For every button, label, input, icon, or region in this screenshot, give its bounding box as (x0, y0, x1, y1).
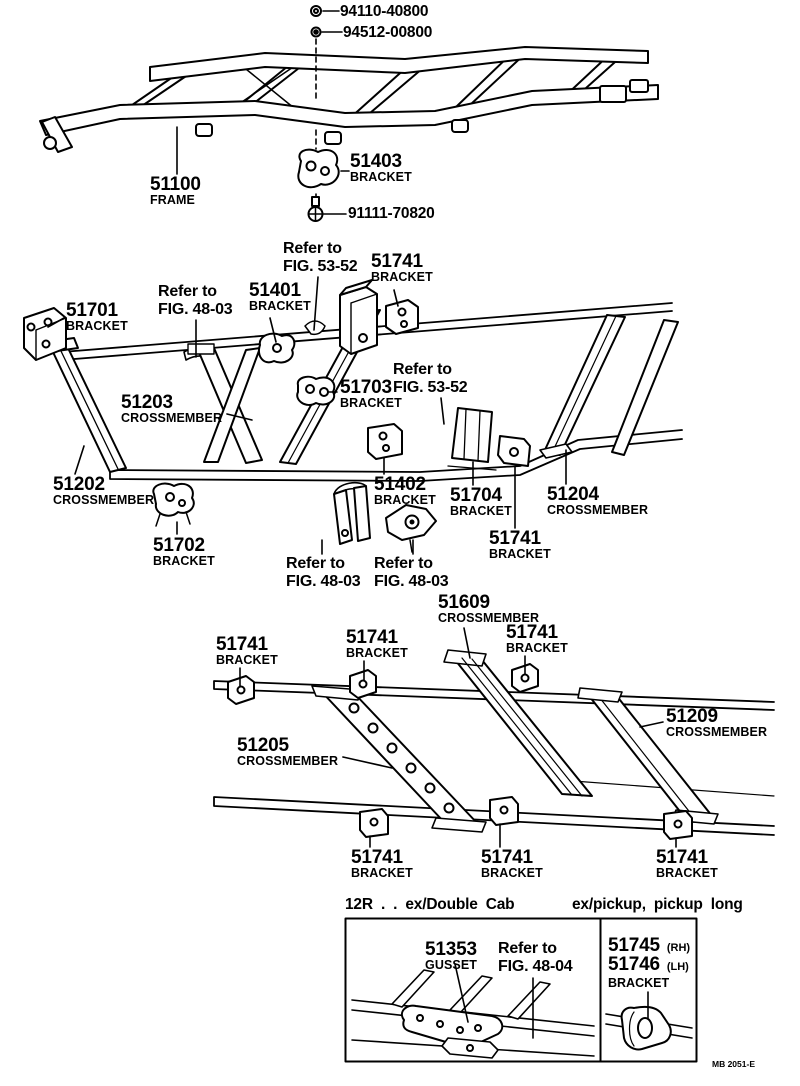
part-label-51704: 51704 BRACKET (450, 485, 512, 519)
refer-label-fig-53-52-top: Refer to FIG. 53-52 (283, 240, 358, 275)
inset-detail-art (344, 917, 698, 1063)
part-label-51209: 51209 CROSSMEMBER (666, 706, 768, 740)
crossmember-51209-art (577, 687, 719, 825)
part-label-51741-rear-f: 51741 BRACKET (656, 847, 718, 881)
bracket-51702-art (152, 482, 195, 527)
refer-label-fig-53-52-mid: Refer to FIG. 53-52 (393, 361, 468, 396)
part-label-51403: 51403 BRACKET (350, 151, 412, 185)
part-label-51203: 51203 CROSSMEMBER (121, 392, 223, 426)
part-label-51202: 51202 CROSSMEMBER (53, 474, 155, 508)
part-label-51741-rear-e: 51741 BRACKET (481, 847, 543, 881)
part-label-51702: 51702 BRACKET (153, 535, 215, 569)
refer-label-fig-48-04: Refer to FIG. 48-04 (498, 940, 573, 975)
part-label-bracket-name: BRACKET (608, 975, 670, 990)
part-label-91111-70820: 91111-70820 (348, 205, 435, 222)
gusset-51353-art (400, 1004, 504, 1050)
part-label-51204: 51204 CROSSMEMBER (547, 484, 649, 518)
part-label-94512-00800: 94512-00800 (343, 24, 433, 41)
bracket-51704-art (447, 407, 497, 471)
part-label-51741-rear-c: 51741 BRACKET (506, 622, 568, 656)
crossmember-51609-art (443, 649, 593, 797)
part-label-51746-lh: 51746 (LH) (608, 954, 689, 976)
part-label-51205: 51205 CROSSMEMBER (237, 735, 339, 769)
part-label-51741-front-low: 51741 BRACKET (489, 528, 551, 562)
part-label-51741-rear-b: 51741 BRACKET (346, 627, 408, 661)
part-label-94110-40800: 94110-40800 (340, 3, 429, 20)
part-label-51401: 51401 BRACKET (249, 280, 311, 314)
leader-lines (47, 10, 677, 1039)
bracket-51403-art (297, 148, 340, 189)
part-label-51402: 51402 BRACKET (374, 474, 436, 508)
part-label-51741-front-top: 51741 BRACKET (371, 251, 433, 285)
front-frame-art (23, 279, 683, 553)
part-label-51100: 51100 FRAME (150, 174, 201, 208)
bracket-51701-art (23, 307, 67, 361)
refer-label-fig-48-03-a: Refer to FIG. 48-03 (286, 555, 361, 590)
part-label-51745-rh: 51745 (RH) (608, 935, 691, 956)
nut-icon (310, 5, 322, 17)
washer-bolt-icon (310, 26, 322, 38)
winged-bracket-art (385, 504, 437, 553)
part-label-51745-51746: 51745 (RH) 51746 (LH) BRACKET (608, 936, 690, 990)
part-label-51353: 51353 GUSSET (425, 939, 477, 973)
bracket-51741-front-art (385, 299, 419, 335)
part-label-51703: 51703 BRACKET (340, 377, 402, 411)
part-label-51609: 51609 CROSSMEMBER (438, 592, 540, 626)
part-label-51701: 51701 BRACKET (66, 300, 128, 334)
refer-label-fig-48-03-left: Refer to FIG. 48-03 (158, 283, 233, 318)
bolt-icon (307, 196, 324, 222)
rear-frame-art (213, 649, 775, 840)
bracket-51745-art (620, 1005, 672, 1051)
inset-header-left: 12R . . ex/Double Cab (345, 896, 515, 913)
bracket-51703-art (296, 375, 336, 406)
part-label-51741-rear-a: 51741 BRACKET (216, 634, 278, 668)
fork-bracket-art (333, 481, 371, 545)
frame-assembly-art (39, 46, 659, 153)
refer-label-fig-48-03-b: Refer to FIG. 48-03 (374, 555, 449, 590)
part-label-51741-rear-d: 51741 BRACKET (351, 847, 413, 881)
inset-header-right: ex/pickup, pickup long (572, 896, 743, 913)
page-code: MB 2051-E (712, 1059, 755, 1069)
